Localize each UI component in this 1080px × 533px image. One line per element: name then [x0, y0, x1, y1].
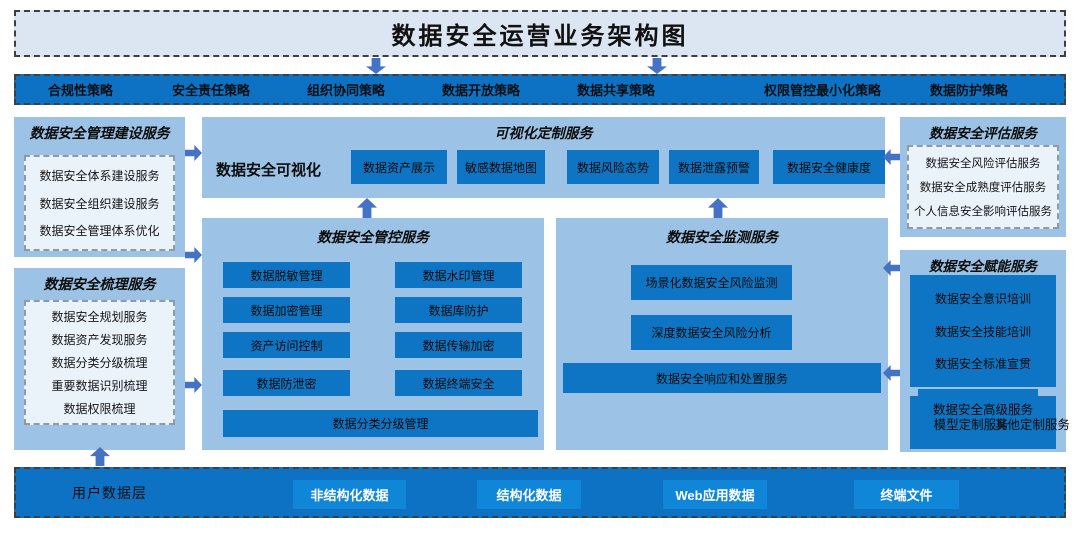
service-item: 数据安全规划服务 — [51, 310, 148, 324]
service-item: 数据安全体系建设服务 — [39, 169, 160, 184]
service-item: 数据分类分级梳理 — [51, 356, 148, 370]
enablement-training-box: 数据安全意识培训 数据安全技能培训 数据安全标准宣贯 — [910, 275, 1056, 387]
panel-title: 数据安全管理建设服务 — [29, 125, 170, 141]
right-arrow-icon — [185, 247, 202, 263]
service-item: 模型定制服务 — [933, 418, 1009, 432]
panel-title: 数据安全监测服务 — [666, 229, 778, 245]
panel-combing-service: 数据安全梳理服务 数据安全规划服务 数据资产发现服务 数据分类分级梳理 重要数据… — [14, 268, 185, 450]
visualization-label: 数据安全可视化 — [216, 162, 322, 179]
viz-item: 敏感数据地图 — [457, 150, 545, 184]
down-arrow-icon — [647, 58, 667, 74]
user-data-layer-bar: 用户数据层 非结构化数据 结构化数据 Web应用数据 终端文件 — [14, 467, 1066, 518]
diagram-title: 数据安全运营业务架构图 — [14, 10, 1066, 57]
service-item: 数据权限梳理 — [63, 402, 136, 416]
panel-title: 可视化定制服务 — [494, 125, 593, 141]
policy-item: 合规性策略 — [48, 83, 114, 98]
policy-item: 数据共享策略 — [577, 83, 656, 98]
control-item: 数据脱敏管理 — [223, 262, 350, 288]
advanced-items-row: 模型定制服务 其他定制服务 — [910, 418, 1070, 434]
service-item: 数据安全技能培训 — [934, 324, 1031, 339]
data-source-item: Web应用数据 — [663, 480, 767, 509]
control-item: 数据传输加密 — [395, 332, 522, 358]
up-arrow-icon — [357, 198, 377, 218]
control-item: 资产访问控制 — [223, 332, 350, 358]
panel-monitoring-service: 数据安全监测服务 场景化数据安全风险监测 深度数据安全风险分析 数据安全响应和处… — [556, 218, 888, 450]
data-source-item: 结构化数据 — [477, 480, 581, 509]
data-source-item: 终端文件 — [854, 480, 959, 509]
control-item: 数据水印管理 — [395, 262, 522, 288]
panel-visualization-service: 可视化定制服务 数据安全可视化 数据资产展示 敏感数据地图 数据风险态势 数据泄… — [202, 117, 885, 198]
service-item: 个人信息安全影响评估服务 — [914, 206, 1052, 218]
left-arrow-icon — [883, 149, 900, 165]
right-arrow-icon — [185, 377, 202, 393]
service-item: 数据安全意识培训 — [934, 292, 1031, 307]
data-source-item: 非结构化数据 — [293, 480, 406, 509]
viz-item: 数据泄露预警 — [669, 150, 759, 184]
viz-item: 数据安全健康度 — [773, 150, 885, 184]
panel-title: 数据安全赋能服务 — [929, 259, 1037, 274]
control-item: 数据防泄密 — [223, 370, 350, 396]
service-item: 数据安全成熟度评估服务 — [919, 182, 1047, 194]
policy-item: 组织协同策略 — [307, 83, 386, 98]
panel-enablement-service: 数据安全赋能服务 数据安全意识培训 数据安全技能培训 数据安全标准宣贯 数据安全… — [900, 250, 1070, 452]
panel-assessment-service: 数据安全评估服务 数据安全风险评估服务 数据安全成熟度评估服务 个人信息安全影响… — [900, 117, 1066, 237]
down-arrow-icon — [366, 58, 386, 74]
policy-item: 安全责任策略 — [172, 83, 251, 98]
control-item-wide: 数据分类分级管理 — [223, 410, 538, 437]
monitoring-item: 场景化数据安全风险监测 — [631, 265, 792, 300]
policy-layer-bar: 合规性策略 安全责任策略 组织协同策略 数据开放策略 数据共享策略 权限管控最小… — [14, 74, 1066, 105]
panel-management-service: 数据安全管理建设服务 数据安全体系建设服务 数据安全组织建设服务 数据安全管理体… — [14, 117, 185, 257]
advanced-title: 数据安全高级服务 — [932, 403, 1033, 417]
advanced-box-tab — [918, 389, 1038, 397]
enablement-advanced-box: 数据安全高级服务 模型定制服务 其他定制服务 — [910, 396, 1070, 449]
policy-item: 权限管控最小化策略 — [764, 83, 882, 98]
control-item: 数据库防护 — [395, 297, 522, 323]
policy-item: 数据开放策略 — [442, 83, 521, 98]
service-item: 其他定制服务 — [994, 418, 1070, 432]
service-item: 数据资产发现服务 — [51, 333, 148, 347]
panel-control-service: 数据安全管控服务 数据脱敏管理 数据加密管理 资产访问控制 数据防泄密 数据水印… — [202, 218, 544, 450]
monitoring-item: 深度数据安全风险分析 — [631, 315, 792, 350]
combing-items-box: 数据安全规划服务 数据资产发现服务 数据分类分级梳理 重要数据识别梳理 数据权限… — [24, 300, 175, 425]
control-item: 数据终端安全 — [395, 370, 522, 396]
monitoring-item-wide: 数据安全响应和处置服务 — [563, 363, 881, 393]
viz-item: 数据资产展示 — [351, 150, 447, 184]
panel-title: 数据安全梳理服务 — [43, 276, 156, 292]
service-item: 数据安全标准宣贯 — [934, 356, 1031, 371]
assessment-items-box: 数据安全风险评估服务 数据安全成熟度评估服务 个人信息安全影响评估服务 — [907, 145, 1059, 229]
service-item: 重要数据识别梳理 — [51, 379, 148, 393]
service-item: 数据安全管理体系优化 — [39, 223, 160, 238]
service-item: 数据安全风险评估服务 — [925, 158, 1041, 170]
policy-item: 数据防护策略 — [930, 83, 1009, 98]
control-item: 数据加密管理 — [223, 297, 350, 323]
panel-title: 数据安全评估服务 — [929, 126, 1037, 141]
panel-title: 数据安全管控服务 — [317, 229, 429, 245]
management-items-box: 数据安全体系建设服务 数据安全组织建设服务 数据安全管理体系优化 — [24, 155, 175, 251]
right-arrow-icon — [185, 145, 202, 161]
user-data-layer-label: 用户数据层 — [72, 484, 147, 501]
service-item: 数据安全组织建设服务 — [39, 196, 160, 211]
up-arrow-icon — [708, 198, 728, 218]
viz-item: 数据风险态势 — [567, 150, 659, 184]
